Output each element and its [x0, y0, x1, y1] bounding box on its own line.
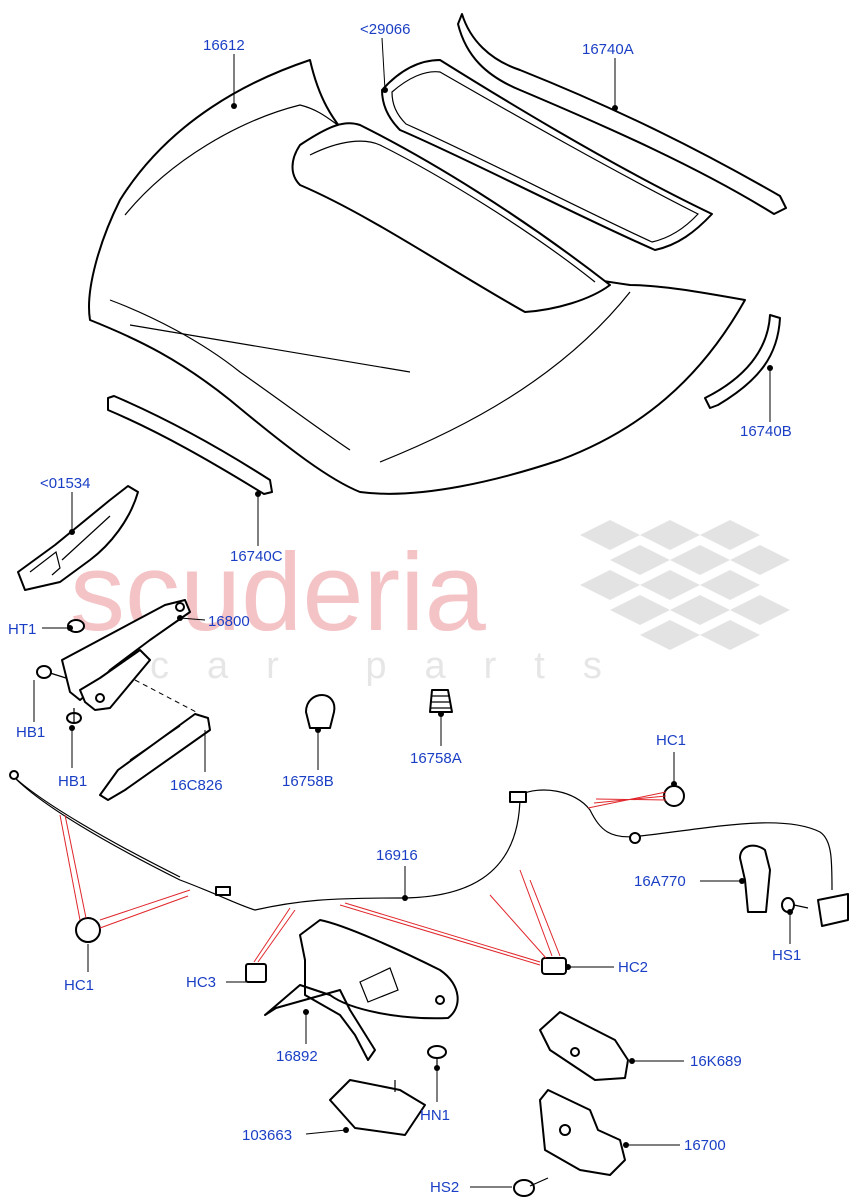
seal-c-part: [107, 395, 273, 495]
label-hn1: HN1: [420, 1107, 450, 1124]
label-cover: 103663: [242, 1127, 292, 1144]
label-bump-stop-a: 16758A: [410, 750, 462, 767]
label-hc1-left: HC1: [64, 977, 94, 994]
hc3-clip-icon: [245, 963, 267, 983]
label-latch: 16700: [684, 1137, 726, 1154]
cover-part: [329, 1079, 426, 1136]
hb1-bolt-lower-icon: [66, 708, 82, 724]
label-seal-b: 16740B: [740, 423, 792, 440]
gas-strut-part: [99, 679, 211, 801]
label-seal-a: 16740A: [582, 41, 634, 58]
label-hs2: HS2: [430, 1179, 459, 1196]
hc1-clip-left-icon: [75, 917, 101, 943]
heat-shield-part: [17, 485, 139, 591]
label-ht1: HT1: [8, 621, 36, 638]
label-insulator: <29066: [360, 21, 410, 38]
hs1-screw-icon: [781, 897, 809, 913]
hs2-bolt-icon: [513, 1177, 549, 1197]
label-gas-strut: 16C826: [170, 777, 223, 794]
label-hb1-b: HB1: [58, 773, 87, 790]
hn1-nut-icon: [427, 1045, 447, 1066]
label-latch-bracket: 16892: [276, 1048, 318, 1065]
bonnet-part: [88, 59, 746, 495]
bracket-k689-part: [539, 1011, 629, 1081]
label-hc2: HC2: [618, 959, 648, 976]
release-handle-part: [739, 844, 849, 927]
label-hs1: HS1: [772, 947, 801, 964]
label-bonnet: 16612: [203, 37, 245, 54]
hc2-clip-icon: [541, 957, 567, 975]
watermark-sub: car parts: [150, 645, 640, 687]
seal-b-part: [704, 314, 781, 409]
label-hc1-top: HC1: [656, 732, 686, 749]
hb1-bolt-icon: [36, 665, 67, 679]
label-heat-shield: <01534: [40, 475, 90, 492]
bump-stop-a-part: [429, 689, 453, 713]
release-cable-part: [9, 770, 833, 911]
label-hinge: 16800: [208, 613, 250, 630]
leader-lines: [33, 37, 793, 1188]
label-bracket-k689: 16K689: [690, 1053, 742, 1070]
watermark: scuderia car parts: [70, 520, 790, 687]
label-hb1-a: HB1: [16, 724, 45, 741]
label-release-cable: 16916: [376, 847, 418, 864]
label-release-handle: 16A770: [634, 873, 686, 890]
label-seal-c: 16740C: [230, 548, 283, 565]
bump-stop-b-part: [305, 694, 336, 729]
part-labels: 16612 <29066 16740A 16740B 16740C <01534…: [8, 21, 801, 1196]
seal-a-part: [457, 13, 787, 215]
watermark-checker-icon: [580, 520, 790, 650]
latch-bracket-part: [264, 919, 459, 1061]
clip-callout-lines: [59, 791, 667, 966]
hc1-clip-top-icon: [663, 785, 685, 807]
label-hc3: HC3: [186, 974, 216, 991]
label-bump-stop-b: 16758B: [282, 773, 334, 790]
hinge-part: [61, 599, 191, 711]
insulator-part: [381, 59, 713, 251]
latch-part: [539, 1089, 626, 1176]
